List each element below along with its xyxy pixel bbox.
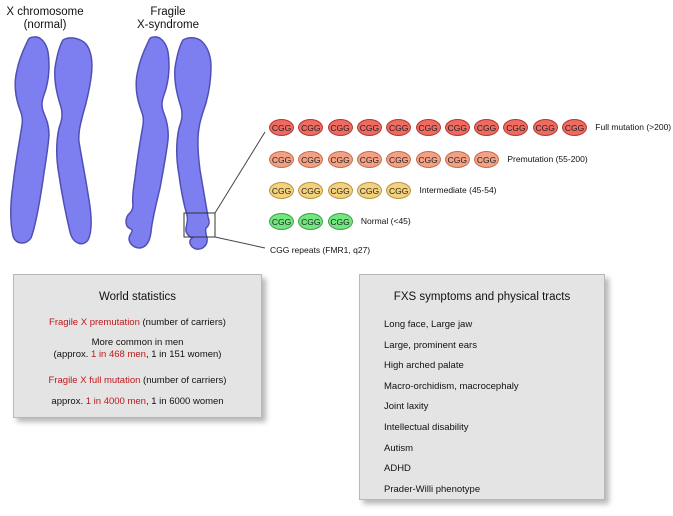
- freq2-women: , 1 in 6000 women: [145, 396, 224, 407]
- zoom-line-lower: [214, 236, 266, 249]
- cgg-repeat-unit: CGG: [298, 119, 324, 136]
- cgg-repeat-unit: CGG: [386, 151, 412, 168]
- freq2-prefix: approx.: [51, 396, 86, 407]
- cgg-repeat-unit: CGG: [327, 151, 353, 168]
- cgg-repeat-unit: CGG: [298, 213, 324, 230]
- chromosome-diagram: [10, 36, 266, 250]
- freq1-men: 1 in 468 men: [91, 349, 146, 360]
- cgg-repeat-unit: CGG: [269, 213, 294, 230]
- repeat-row-label: Full mutation (>200): [595, 122, 672, 132]
- cgg-repeat-unit: CGG: [474, 119, 500, 136]
- cgg-repeat-unit: CGG: [356, 151, 382, 168]
- cgg-repeat-unit: CGG: [356, 119, 382, 136]
- symptom-item: Intellectual disability: [384, 422, 469, 433]
- symptom-item: Large, prominent ears: [384, 339, 477, 351]
- repeat-row-label: Premutation (55-200): [507, 154, 588, 164]
- symptom-item: ADHD: [384, 463, 411, 475]
- freq1-prefix: (approx.: [53, 349, 92, 360]
- symptoms-box: FXS symptoms and physical tracts Long fa…: [359, 274, 605, 500]
- normal-chromosome-title: X chromosome (normal): [5, 6, 85, 32]
- fragile-x-chromosome: [125, 36, 212, 250]
- cgg-repeat-unit: CGG: [356, 182, 382, 199]
- cgg-repeat-unit: CGG: [444, 151, 470, 168]
- symptoms-title: FXS symptoms and physical tracts: [393, 291, 571, 303]
- cgg-repeat-unit: CGG: [269, 182, 294, 199]
- normal-x-chromosome: [10, 36, 93, 245]
- fragile-title-line2: X-syndrome: [137, 19, 199, 31]
- zoom-line-upper: [214, 131, 266, 214]
- freq1-women: , 1 in 151 women): [145, 349, 222, 360]
- cgg-repeat-unit: CGG: [415, 151, 441, 168]
- cgg-repeat-unit: CGG: [269, 119, 294, 136]
- cgg-repeat-unit: CGG: [503, 119, 529, 136]
- cgg-repeat-unit: CGG: [298, 151, 324, 168]
- cgg-repeat-unit: CGG: [562, 119, 587, 136]
- premutation-suffix: (number of carriers): [139, 317, 226, 328]
- repeat-row-label: Intermediate (45-54): [419, 185, 497, 195]
- symptom-item: Long face, Large jaw: [384, 319, 473, 330]
- cgg-repeat-unit: CGG: [327, 119, 353, 136]
- symptom-item: High arched palate: [384, 360, 464, 372]
- cgg-repeat-unit: CGG: [327, 213, 353, 230]
- premutation-heading: Fragile X premutation (number of carrier…: [14, 317, 261, 329]
- cgg-repeat-unit: CGG: [415, 119, 441, 136]
- cgg-repeat-unit: CGG: [386, 119, 412, 136]
- full-mutation-frequency: approx. 1 in 4000 men, 1 in 6000 women: [14, 396, 261, 408]
- premutation-frequency: (approx. 1 in 468 men, 1 in 151 women): [14, 349, 261, 361]
- symptom-item: Joint laxity: [384, 401, 429, 413]
- normal-title-line2: (normal): [23, 19, 67, 31]
- normal-title-line1: X chromosome: [6, 6, 84, 18]
- cgg-repeat-unit: CGG: [298, 182, 324, 199]
- symptom-item: Autism: [384, 442, 414, 454]
- full-mutation-suffix: (number of carriers): [140, 375, 227, 386]
- cgg-repeats-label: CGG repeats (FMR1, q27): [270, 245, 371, 255]
- cgg-repeat-unit: CGG: [386, 182, 412, 199]
- repeat-row-label: Normal (<45): [360, 216, 411, 226]
- fragile-chromosome-title: Fragile X-syndrome: [128, 6, 208, 32]
- fragile-title-line1: Fragile: [150, 6, 186, 18]
- cgg-repeat-unit: CGG: [532, 119, 558, 136]
- world-statistics-title: World statistics: [98, 291, 177, 303]
- world-statistics-box: World statistics Fragile X premutation (…: [13, 274, 262, 418]
- full-mutation-heading: Fragile X full mutation (number of carri…: [14, 375, 261, 387]
- symptom-item: Prader-Willi phenotype: [384, 483, 481, 495]
- cgg-repeat-unit: CGG: [444, 119, 470, 136]
- cgg-repeat-unit: CGG: [327, 182, 353, 199]
- symptom-item: Macro-orchidism, macrocephaly: [384, 380, 519, 392]
- freq2-men: 1 in 4000 men: [85, 396, 146, 407]
- q27-highlight-box: [183, 212, 216, 238]
- cgg-repeat-unit: CGG: [269, 151, 294, 168]
- cgg-repeat-unit: CGG: [474, 151, 500, 168]
- full-mutation-term: Fragile X full mutation: [48, 375, 141, 386]
- premutation-term: Fragile X premutation: [49, 317, 140, 328]
- more-common-text: More common in men: [91, 337, 184, 348]
